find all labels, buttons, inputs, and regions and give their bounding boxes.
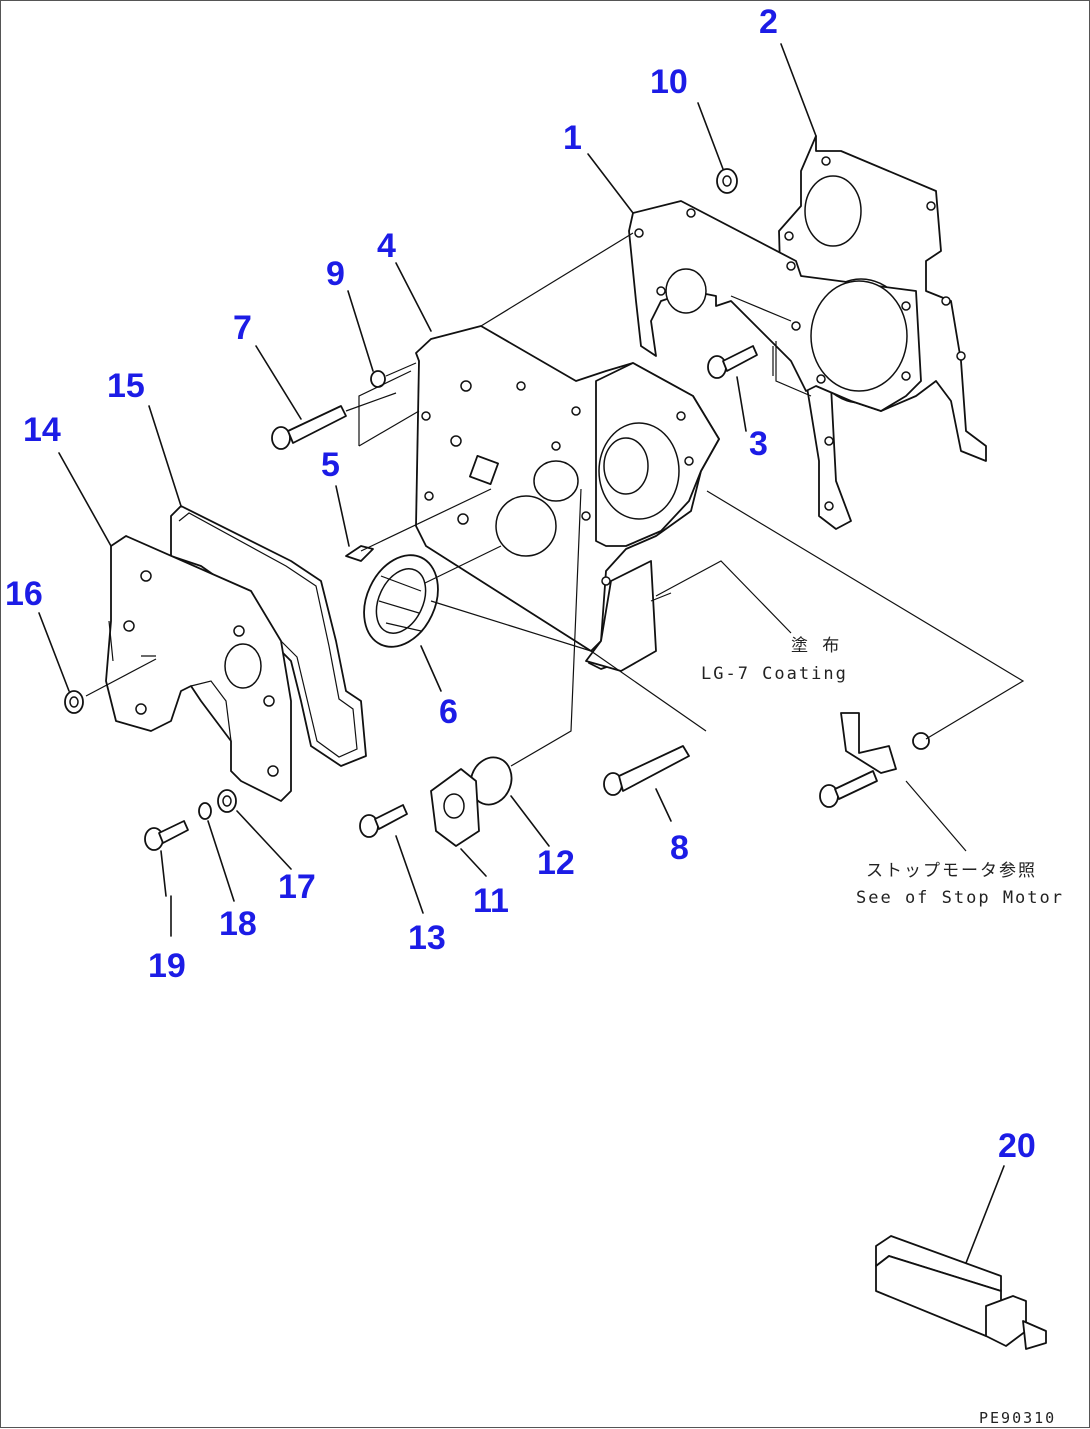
stop-motor-note-en: See of Stop Motor	[856, 888, 1064, 908]
callout-19: 19	[148, 947, 186, 985]
coating-note-jp: 塗 布	[791, 635, 841, 656]
part-1-plate	[628, 200, 922, 412]
callout-1: 1	[563, 119, 582, 157]
part-16-nut	[64, 690, 84, 714]
part-7-bolt	[271, 405, 347, 450]
callout-3: 3	[749, 425, 768, 463]
callout-14: 14	[23, 411, 61, 449]
part-4-gear-case	[415, 325, 720, 672]
callout-10: 10	[650, 63, 688, 101]
notes: 塗 布 LG-7 Coating ストップモータ参照 See of Stop M…	[701, 635, 1064, 1427]
part-12-o-ring	[469, 756, 513, 806]
drawing-code: PE90310	[979, 1409, 1056, 1427]
part-13-bolt	[359, 804, 408, 838]
callout-4: 4	[377, 227, 396, 265]
callout-2: 2	[759, 3, 778, 41]
stop-motor-bracket	[819, 712, 930, 808]
callout-20: 20	[998, 1127, 1036, 1165]
coating-note-en: LG-7 Coating	[701, 664, 848, 684]
callout-16: 16	[5, 575, 43, 613]
callout-15: 15	[107, 367, 145, 405]
part-20-tool	[875, 1235, 1047, 1350]
part-11-flange	[430, 768, 480, 847]
part-3-bolt	[707, 345, 758, 379]
callout-9: 9	[326, 255, 345, 293]
part-10-nut	[716, 168, 738, 194]
callout-7: 7	[233, 309, 252, 347]
callout-11: 11	[473, 882, 509, 920]
callout-8: 8	[670, 829, 689, 867]
callout-17: 17	[278, 868, 316, 906]
part-14-cover	[105, 535, 292, 802]
callout-6: 6	[439, 693, 458, 731]
callout-5: 5	[321, 446, 340, 484]
stop-motor-note-jp: ストップモータ参照	[866, 861, 1037, 881]
part-6-seal	[363, 554, 439, 648]
part-8-bolt	[603, 745, 690, 796]
callouts: 1 2 3 4 5 6 7 8 9 10 11 12 13 14 15 16 1…	[5, 3, 1036, 1165]
callout-13: 13	[408, 919, 446, 957]
part-5-pin	[345, 545, 374, 562]
callout-18: 18	[219, 905, 257, 943]
part-19-bolt	[144, 820, 189, 851]
callout-12: 12	[537, 844, 575, 882]
part-17-washer	[217, 789, 237, 813]
leader-lines	[38, 43, 1025, 1264]
part-18-spacer	[198, 802, 212, 820]
